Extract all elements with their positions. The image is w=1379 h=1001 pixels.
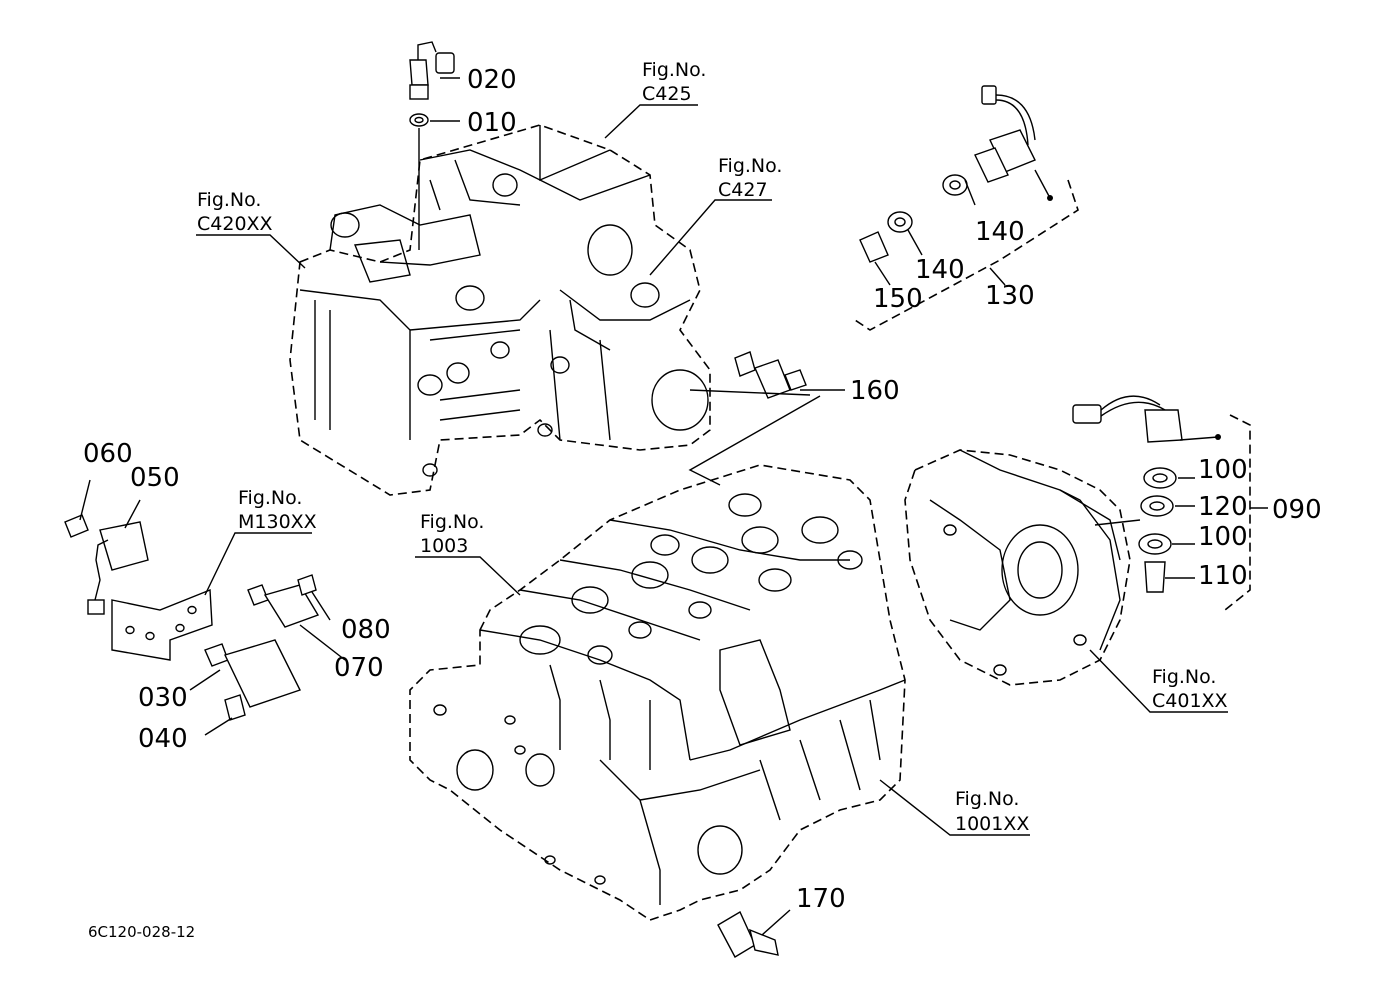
fig-ref-1003-line2: 1003: [420, 535, 468, 557]
callout-090[interactable]: 090: [1272, 495, 1322, 525]
callout-010[interactable]: 010: [467, 108, 517, 138]
fig-ref-c427-line2: C427: [718, 179, 768, 201]
fig-ref-m130xx-line2: M130XX: [238, 511, 317, 533]
transmission-case-drawing: [289, 124, 711, 496]
fig-ref-1003-line1: Fig.No.: [420, 511, 484, 533]
switch-050-part: [64, 514, 149, 615]
fig-ref-c420xx[interactable]: Fig.No. C420XX: [197, 189, 273, 235]
callout-100-lower[interactable]: 100: [1198, 522, 1248, 552]
callout-040[interactable]: 040: [138, 724, 188, 754]
fig-ref-c425[interactable]: Fig.No. C425: [642, 59, 706, 105]
fig-ref-c427-line1: Fig.No.: [718, 155, 782, 177]
fig-ref-1001xx[interactable]: Fig.No. 1001XX: [955, 788, 1029, 835]
fig-ref-c427[interactable]: Fig.No. C427: [718, 155, 782, 201]
sensor-170-part: [717, 911, 779, 958]
callout-100-upper[interactable]: 100: [1198, 455, 1248, 485]
fig-ref-1001xx-line2: 1001XX: [955, 813, 1029, 835]
fig-ref-1003[interactable]: Fig.No. 1003: [420, 511, 484, 557]
callout-020[interactable]: 020: [467, 65, 517, 95]
callout-050[interactable]: 050: [130, 463, 180, 493]
fig-ref-m130xx-line1: Fig.No.: [238, 487, 302, 509]
callout-110[interactable]: 110: [1198, 561, 1248, 591]
callout-140-upper[interactable]: 140: [975, 217, 1025, 247]
group-130-bracket: [854, 179, 1079, 331]
callout-030[interactable]: 030: [138, 683, 188, 713]
fig-ref-c420xx-line1: Fig.No.: [197, 189, 261, 211]
callout-170[interactable]: 170: [796, 884, 846, 914]
callout-140-lower[interactable]: 140: [915, 255, 965, 285]
clutch-housing-drawing: [904, 449, 1131, 686]
drawing-code: 6C120-028-12: [88, 923, 195, 941]
fig-ref-1001xx-line1: Fig.No.: [955, 788, 1019, 810]
fig-ref-c425-line2: C425: [642, 83, 692, 105]
leader-lines: [79, 77, 1268, 936]
solenoid-030-part: [204, 639, 301, 721]
callout-070[interactable]: 070: [334, 653, 384, 683]
fig-ref-c401xx-line2: C401XX: [1152, 690, 1228, 712]
switch-070-part: [247, 574, 320, 628]
callout-120[interactable]: 120: [1198, 492, 1248, 522]
switch-090-part: [1072, 395, 1221, 593]
callout-080[interactable]: 080: [341, 615, 391, 645]
callout-150[interactable]: 150: [873, 284, 923, 314]
switch-130-part: [859, 85, 1053, 263]
fig-ref-c401xx-line1: Fig.No.: [1152, 666, 1216, 688]
fig-ref-m130xx[interactable]: Fig.No. M130XX: [238, 487, 317, 533]
fig-ref-c420xx-line2: C420XX: [197, 213, 273, 235]
engine-block-drawing: [409, 464, 906, 921]
sender-160-part: [734, 351, 807, 399]
callout-130[interactable]: 130: [985, 281, 1035, 311]
fig-ref-c425-line1: Fig.No.: [642, 59, 706, 81]
callout-060[interactable]: 060: [83, 439, 133, 469]
bracket-part: [111, 588, 213, 661]
callout-160[interactable]: 160: [850, 376, 900, 406]
fig-ref-c401xx[interactable]: Fig.No. C401XX: [1152, 666, 1228, 712]
sensor-020-part: [409, 41, 455, 250]
